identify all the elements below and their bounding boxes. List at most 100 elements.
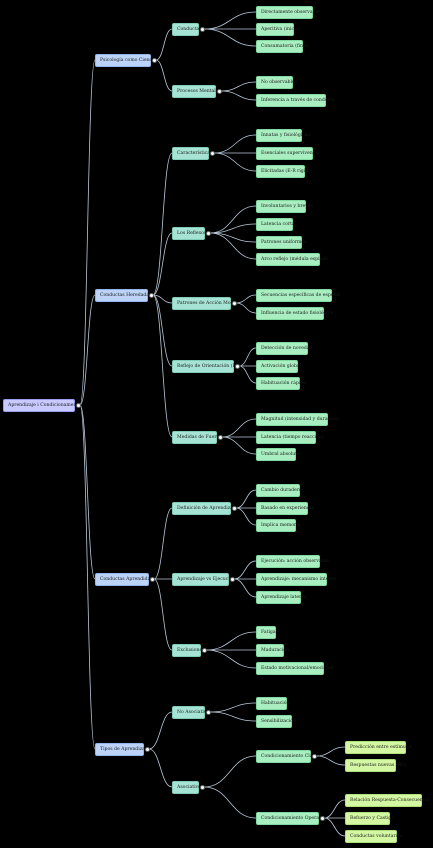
node-latencia-tiempo-reaccion[interactable]: Latencia (tiempo reacción) [256,430,324,444]
collapse-toggle-conductas-aprendidas[interactable] [149,576,155,582]
node-los-reflexos[interactable]: Los Reflexos [172,226,206,240]
connector-asociativo [148,748,173,788]
node-arco-reflejo-medula-espinal[interactable]: Arco reflejo (médula espinal) [256,252,329,266]
node-psicologia-como-ciencia[interactable]: Psicología como Ciencia [95,53,156,67]
connector-elicitadas-e-r-rigido [213,152,257,172]
node-asociativo[interactable]: Asociativo [172,780,201,794]
node-habituacion[interactable]: Habituación [256,696,289,710]
node-procesos-mentales[interactable]: Procesos Mentales [172,84,221,98]
connector-respuestas-nuevas-rc [315,755,346,766]
connector-innatas-y-fisiologicas [213,134,257,154]
node-medidas-de-fuerza[interactable]: Medidas de Fuerza [172,430,222,444]
collapse-toggle-los-reflexos[interactable] [205,230,211,236]
node-relacion-respuesta-consecuencia[interactable]: Relación Respuesta-Consecuencia [345,793,430,807]
node-aperitiva-inicio[interactable]: Aperitiva (inicio) [256,22,300,36]
collapse-toggle-condicionamiento-clasico[interactable] [311,753,317,759]
connector-condicionamiento-clasico [203,755,257,788]
node-implica-memoria[interactable]: Implica memoria [256,518,300,532]
connector-involuntarios-y-breves [209,205,257,234]
connector-definicion-de-aprendizaje [153,507,173,580]
collapse-toggle-psicologia-como-ciencia[interactable] [151,57,157,63]
collapse-toggle-aprendizaje-vs-ejecucion[interactable] [229,576,235,582]
collapse-toggle-procesos-mentales[interactable] [216,88,222,94]
node-ejecucion-accion-observable[interactable]: Ejecución: acción observable [256,554,329,568]
node-aprendizaje-i-condicionament[interactable]: Aprendizaje i Condicionament [3,398,78,412]
node-elicitadas-e-r-rigido[interactable]: Elicitadas (E-R rígido) [256,164,313,178]
connector-inferencia-a-traves-de-conducta [220,90,257,101]
connector-secuencias-especificas-de-especie [235,294,257,304]
node-exclusiones[interactable]: Exclusiones [172,643,205,657]
node-deteccion-de-novedad[interactable]: Detección de novedad [256,341,313,355]
node-directamente-observable[interactable]: Directamente observable [256,5,320,19]
collapse-toggle-no-asociativo[interactable] [205,709,211,715]
collapse-toggle-condicionamiento-operante[interactable] [319,815,325,821]
node-conductas-aprendidas[interactable]: Conductas Aprendidas [95,572,153,586]
collapse-toggle-medidas-de-fuerza[interactable] [217,434,223,440]
connector-directamente-observable [203,11,257,30]
connector-consumatoria-final [203,28,257,47]
node-reflejo-de-orientacion-ro[interactable]: Reflejo de Orientación (RO) [172,359,241,373]
node-aprendizaje-latente[interactable]: Aprendizaje latente [256,590,307,604]
node-respuestas-nuevas-rc[interactable]: Respuestas nuevas (RC) [345,758,406,772]
node-innatas-y-fisiologicas[interactable]: Innatas y fisiológicas [256,128,310,142]
collapse-toggle-asociativo[interactable] [199,784,205,790]
node-patrones-uniformes[interactable]: Patrones uniformes [256,235,306,249]
node-activacion-global[interactable]: Activación global [256,359,301,373]
connector-umbral-absoluto [221,436,257,455]
node-caracteristicas[interactable]: Características [172,146,212,160]
connector-no-asociativo [148,711,173,750]
connector-deteccion-de-novedad [238,347,257,367]
collapse-toggle-patrones-de-accion-modal[interactable] [231,300,237,306]
node-tipos-de-aprendizaje[interactable]: Tipos de Aprendizaje [95,742,149,756]
node-latencia-corta[interactable]: Latencia corta [256,217,295,231]
node-prediccion-entre-estimulos[interactable]: Predicción entre estímulos [345,740,412,754]
collapse-toggle-definicion-de-aprendizaje[interactable] [231,505,237,511]
node-condicionamiento-clasico[interactable]: Condicionamiento Clásico [256,749,322,763]
collapse-toggle-conducta[interactable] [199,26,205,32]
connector-patrones-de-accion-modal [152,294,173,304]
node-conductas-voluntarias[interactable]: Conductas voluntarias [345,829,402,843]
node-secuencias-especificas-de-especie[interactable]: Secuencias específicas de especie [256,288,340,302]
connector-conductas-voluntarias [323,817,346,837]
collapse-toggle-caracteristicas[interactable] [209,150,215,156]
node-aprendizaje-vs-ejecucion[interactable]: Aprendizaje vs Ejecución [172,572,236,586]
node-maduracion[interactable]: Maduración [256,643,289,657]
node-aprendizaje-mecanismo-interno[interactable]: Aprendizaje: mecanismo interno [256,572,337,586]
connector-conducta [155,28,173,61]
connector-medidas-de-fuerza [152,294,173,438]
node-basado-en-experiencia[interactable]: Basado en experiencia [256,501,314,515]
connector-prediccion-entre-estimulos [315,746,346,757]
node-fatiga[interactable]: Fatiga [256,625,276,639]
node-conducta[interactable]: Conducta [172,22,199,36]
node-magnitud-intensidad-y-duracion[interactable]: Magnitud (intensidad y duración) [256,412,339,426]
collapse-toggle-tipos-de-aprendizaje[interactable] [144,746,150,752]
node-no-observables[interactable]: No observables [256,75,297,89]
node-patrones-de-accion-modal[interactable]: Patrones de Acción Modal [172,296,238,310]
node-estado-motivacional-emocional[interactable]: Estado motivacional/emocional [256,661,334,675]
node-cambio-duradero[interactable]: Cambio duradero [256,483,302,497]
collapse-toggle-conductas-heredadas[interactable] [148,292,154,298]
connector-habituacion [209,702,257,713]
collapse-toggle-exclusiones[interactable] [201,647,207,653]
node-conductas-heredadas[interactable]: Conductas Heredadas [95,288,151,302]
connector-tipos-de-aprendizaje [79,404,96,750]
node-involuntarios-y-breves[interactable]: Involuntarios y breves [256,199,313,213]
node-inferencia-a-traves-de-conducta[interactable]: Inferencia a través de conducta [256,93,335,107]
connector-conductas-aprendidas [79,404,96,580]
connector-caracteristicas [152,152,173,296]
connector-implica-memoria [235,507,257,526]
connector-condicionamiento-operante [203,786,257,819]
node-umbral-absoluto[interactable]: Umbral absoluto [256,447,300,461]
node-consumatoria-final[interactable]: Consumatoria (final) [256,39,309,53]
collapse-toggle-aprendizaje-i-condicionament[interactable] [75,402,81,408]
node-esenciales-supervivencia[interactable]: Esenciales supervivencia [256,146,319,160]
node-influencia-de-estado-fisiologico[interactable]: Influencia de estado fisiológico [256,306,333,320]
node-refuerzo-y-castigo[interactable]: Refuerzo y Castigo [345,811,394,825]
node-habituacion-rapida[interactable]: Habituación rápida [256,376,306,390]
collapse-toggle-reflejo-de-orientacion-ro[interactable] [234,363,240,369]
node-definicion-de-aprendizaje[interactable]: Definición de Aprendizaje [172,501,237,515]
node-condicionamiento-operante[interactable]: Condicionamiento Operante [256,811,327,825]
node-no-asociativo[interactable]: No Asociativo [172,705,209,719]
node-sensibilizacion[interactable]: Sensibilización [256,714,296,728]
